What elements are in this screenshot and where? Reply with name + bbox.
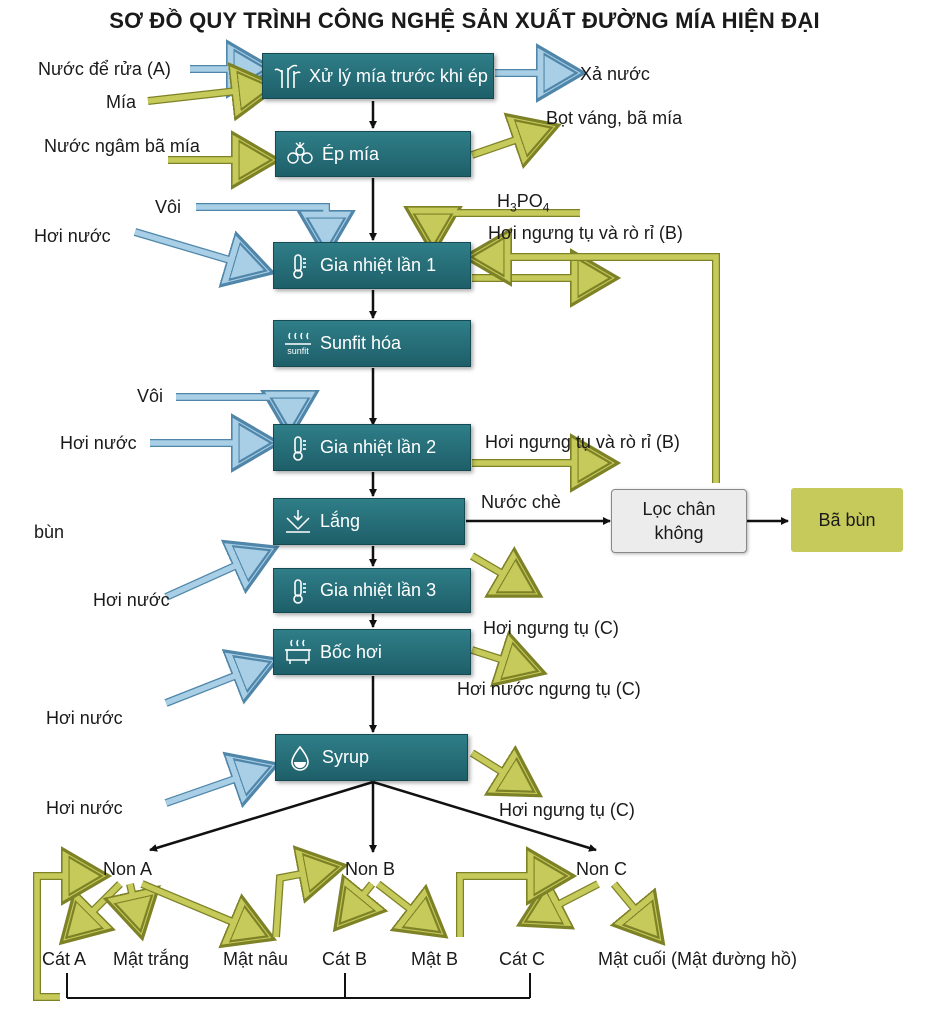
green-arrow — [470, 650, 522, 666]
mud-label: bùn — [34, 522, 65, 542]
vacuum-filter-line2: không — [654, 523, 704, 543]
sulfite-icon: sunfit — [285, 332, 311, 356]
step-settle: Lắng — [273, 498, 465, 545]
flow-arrow — [149, 780, 374, 852]
juice-label: Nước chè — [481, 492, 561, 512]
lime-label-2: Vôi — [137, 386, 164, 406]
step-pretreat: Xử lý mía trước khi ép — [262, 53, 494, 99]
product-bracket — [66, 973, 531, 999]
h3po4-label: H3PO4 — [497, 190, 549, 219]
drop-icon — [291, 745, 309, 771]
sugarcane-icon — [274, 64, 301, 88]
green-arrow — [130, 883, 137, 915]
product-sugar-c: Cát C — [499, 949, 546, 969]
blue-arrow — [164, 668, 255, 707]
step-heat3: Gia nhiệt lần 3 — [273, 568, 471, 613]
product-sugar-b: Cát B — [322, 949, 368, 969]
condensate-b-label-1: Hơi ngưng tụ và rò rỉ (B) — [488, 223, 683, 243]
thermometer-icon — [293, 435, 306, 461]
vacuum-filter-line1: Lọc chân — [642, 499, 716, 519]
h3po4-po: PO — [516, 191, 543, 211]
green-arrow — [433, 213, 580, 230]
step-heat1: Gia nhiệt lần 1 — [273, 242, 471, 289]
green-arrow — [469, 556, 520, 584]
product-final-molasses: Mật cuối (Mật đường hồ) — [598, 949, 797, 969]
step-label: Gia nhiệt lần 1 — [320, 255, 437, 275]
condensate-c-label-2: Hơi ngưng tụ (C) — [499, 800, 635, 820]
imbibition-water-label: Nước ngâm bã mía — [44, 136, 200, 156]
step-press: Ép mía — [275, 131, 471, 177]
thermometer-icon — [293, 253, 306, 279]
condensate-b-label-2: Hơi ngưng tụ và rò rỉ (B) — [485, 432, 680, 452]
h3po4-h: H — [497, 191, 510, 211]
product-sugar-a: Cát A — [42, 949, 87, 969]
green-arrow — [375, 880, 427, 922]
h3po4-sub-4: 4 — [542, 200, 550, 215]
green-arrow — [456, 876, 550, 937]
green-arrow — [33, 876, 85, 1001]
green-arrow — [78, 881, 123, 926]
step-label: Sunfit hóa — [320, 333, 402, 353]
product-brown-molasses: Mật nâu — [223, 949, 289, 969]
steam-label-3: Hơi nước — [93, 590, 170, 610]
step-heat2: Gia nhiệt lần 2 — [273, 424, 471, 471]
green-arrow — [488, 257, 720, 483]
product-white-molasses: Mật trắng — [113, 949, 190, 969]
step-label: Syrup — [322, 747, 370, 767]
step-sulfite: sunfit Sunfit hóa — [273, 320, 471, 367]
discharge-water-label: Xả nước — [580, 64, 650, 84]
thermometer-icon — [293, 578, 306, 604]
vapor-condensate-c-label: Hơi nước ngưng tụ (C) — [457, 679, 641, 699]
step-syrup: Syrup — [275, 734, 468, 781]
green-arrow — [147, 89, 255, 101]
flow-arrow — [372, 780, 597, 852]
condensate-c-label-1: Hơi ngưng tụ (C) — [483, 618, 619, 638]
product-molasses-b: Mật B — [411, 949, 459, 969]
green-arrow — [469, 753, 520, 783]
diagram-title: SƠ ĐỒ QUY TRÌNH CÔNG NGHỆ SẢN XUẤT ĐƯỜNG… — [109, 8, 820, 33]
massecuite-a: Non A — [103, 859, 153, 879]
h3po4-sub-3: 3 — [510, 200, 517, 215]
step-label: Ép mía — [322, 143, 380, 164]
step-label: Gia nhiệt lần 2 — [320, 437, 437, 457]
steam-label-2: Hơi nước — [60, 433, 137, 453]
settling-icon — [286, 509, 310, 533]
blue-arrow — [164, 772, 255, 803]
cane-label: Mía — [106, 92, 137, 112]
blue-arrow — [164, 557, 255, 601]
step-label: Gia nhiệt lần 3 — [320, 580, 437, 600]
green-arrow — [540, 884, 600, 914]
steam-label-5: Hơi nước — [46, 798, 123, 818]
blue-arrow — [176, 397, 290, 414]
wash-water-label: Nước để rửa (A) — [38, 59, 171, 79]
steam-label-4: Hơi nước — [46, 708, 123, 728]
vacuum-filter-box: Lọc chân không — [611, 489, 747, 553]
blue-arrow — [133, 228, 250, 266]
cane-press-icon — [287, 142, 313, 164]
sulfite-icon-text: sunfit — [287, 346, 309, 356]
green-arrow — [350, 884, 372, 911]
blue-arrow — [196, 203, 326, 234]
mud-cake-box: Bã bùn — [791, 488, 903, 552]
lime-label-1: Vôi — [155, 197, 182, 217]
green-arrow — [470, 133, 536, 155]
steam-label-1: Hơi nước — [34, 226, 111, 246]
massecuite-c: Non C — [576, 859, 628, 879]
evaporator-icon — [285, 639, 311, 664]
green-arrow — [272, 870, 322, 938]
green-arrow — [614, 881, 648, 925]
foam-bagasse-label: Bọt váng, bã mía — [546, 108, 683, 128]
step-evaporate: Bốc hơi — [273, 629, 471, 675]
step-label: Xử lý mía trước khi ép — [309, 65, 488, 86]
step-label: Bốc hơi — [320, 641, 382, 662]
green-arrow — [140, 880, 252, 930]
massecuite-b: Non B — [345, 859, 396, 879]
step-label: Lắng — [320, 511, 361, 531]
